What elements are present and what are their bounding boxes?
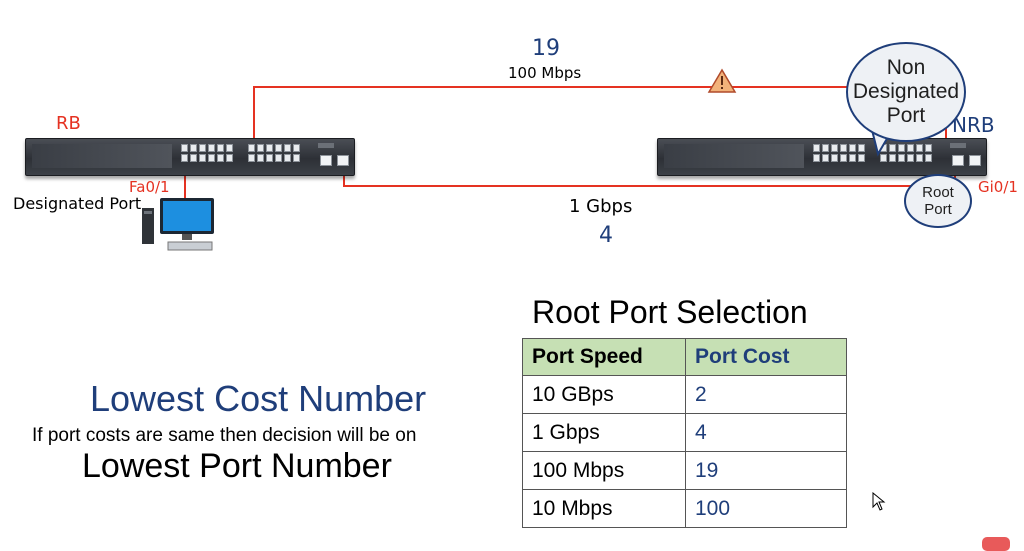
bottom-link-cost: 4: [599, 223, 613, 248]
column-header-port-cost: Port Cost: [685, 338, 847, 376]
right-port-label: Gi0/1: [978, 178, 1018, 196]
rule-subtext: If port costs are same then decision wil…: [32, 425, 417, 446]
port-speed-cell: 10 GBps: [522, 375, 686, 414]
bottom-link-speed: 1 Gbps: [569, 196, 633, 217]
port-speed-cell: 1 Gbps: [522, 413, 686, 452]
root-port-callout: Root Port: [904, 174, 972, 228]
port-block-a: [181, 144, 233, 162]
root-bridge-label: RB: [56, 113, 81, 134]
uplink-port: [337, 155, 349, 166]
uplink-port: [969, 155, 981, 166]
table-row: 100 Mbps 19: [522, 451, 847, 490]
port-block-b: [248, 144, 300, 162]
non-root-bridge-switch[interactable]: [657, 138, 987, 176]
root-port-selection-table: Port Speed Port Cost 10 GBps 2 1 Gbps 4 …: [522, 338, 847, 528]
uplink-port: [320, 155, 332, 166]
switch-badge: [318, 143, 334, 148]
switch-badge: [950, 143, 966, 148]
switch-face: [32, 144, 172, 168]
table-title: Root Port Selection: [532, 294, 808, 330]
column-header-port-speed: Port Speed: [522, 338, 686, 376]
rule-tiebreak: Lowest Port Number: [82, 447, 392, 485]
designated-port-label: Designated Port: [13, 194, 142, 213]
switch-face: [664, 144, 804, 168]
port-block-b: [880, 144, 932, 162]
port-cost-cell: 100: [685, 489, 847, 528]
computer-icon: [142, 198, 214, 251]
table-header-row: Port Speed Port Cost: [522, 338, 847, 376]
corner-widget-icon[interactable]: [982, 537, 1010, 551]
uplink-port: [952, 155, 964, 166]
port-speed-cell: 100 Mbps: [522, 451, 686, 490]
table-row: 1 Gbps 4: [522, 413, 847, 452]
top-link-speed: 100 Mbps: [508, 64, 582, 82]
port-block-a: [813, 144, 865, 162]
port-cost-cell: 19: [685, 451, 847, 490]
root-bridge-switch[interactable]: [25, 138, 355, 176]
port-speed-cell: 10 Mbps: [522, 489, 686, 528]
table-row: 10 GBps 2: [522, 375, 847, 414]
port-cost-cell: 2: [685, 375, 847, 414]
table-row: 10 Mbps 100: [522, 489, 847, 528]
non-designated-port-callout: Non Designated Port: [846, 42, 966, 142]
left-port-label: Fa0/1: [129, 178, 170, 196]
port-cost-cell: 4: [685, 413, 847, 452]
top-link-cost: 19: [532, 36, 560, 61]
rule-heading: Lowest Cost Number: [90, 378, 427, 419]
warning-triangle-icon: [707, 68, 737, 93]
mouse-cursor-icon: [872, 492, 886, 511]
